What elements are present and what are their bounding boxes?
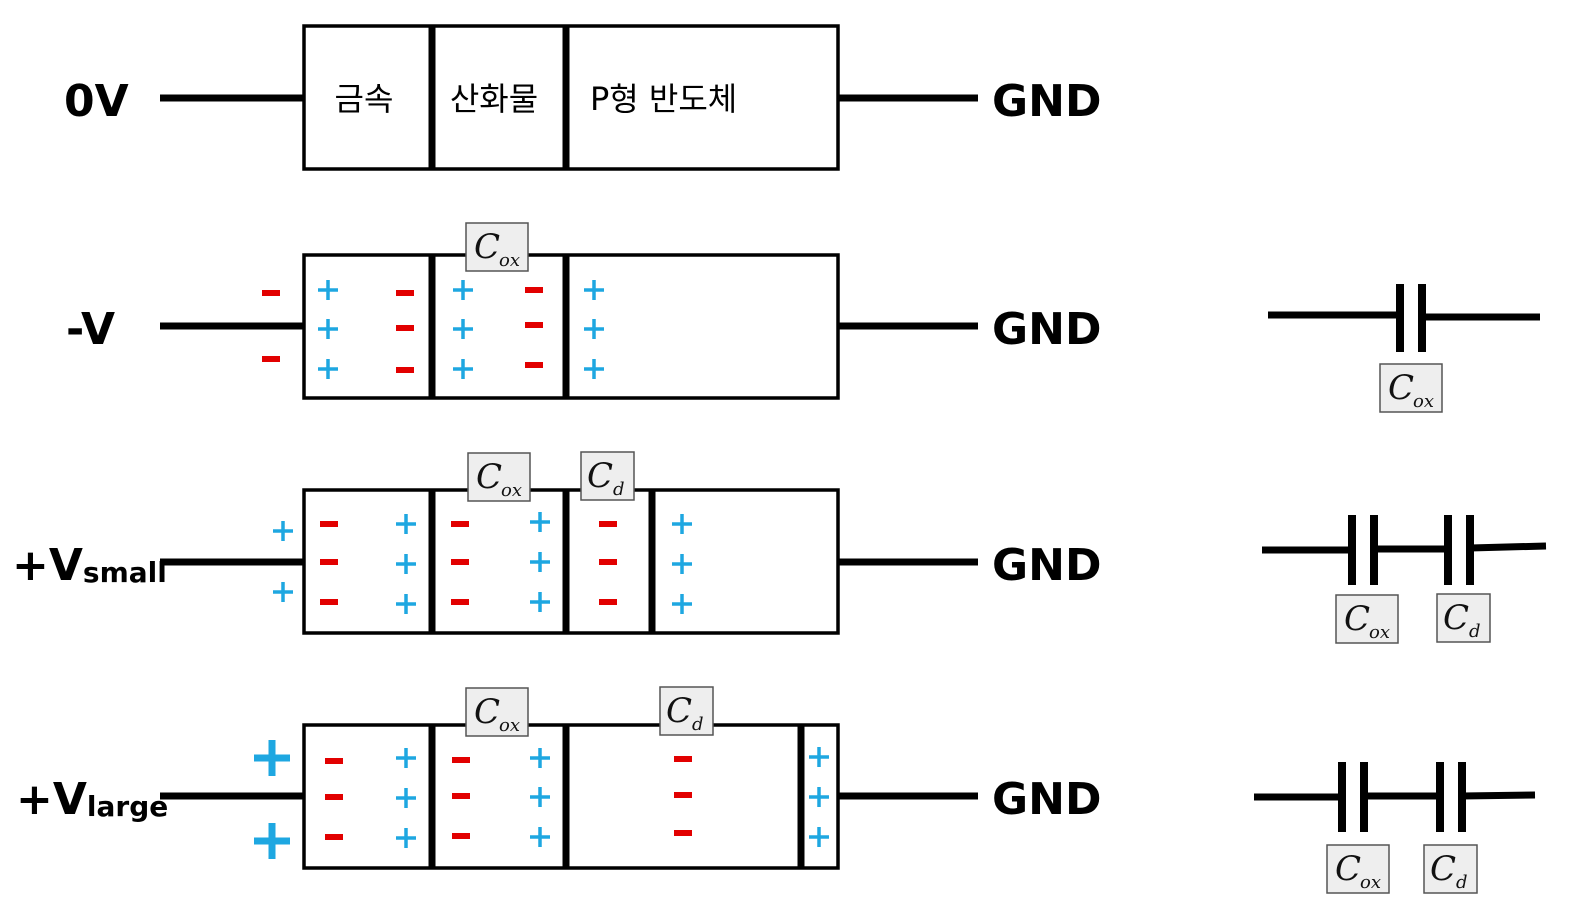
semiconductor-positive-charges [584, 280, 604, 379]
metal-positive-charges [318, 280, 338, 379]
svg-text:C: C [587, 456, 613, 496]
voltage-label-negative-v: -V [66, 304, 115, 355]
gate-positive-charges-large [254, 740, 290, 859]
metal-negative-charges [396, 290, 414, 373]
oxide-label: 산화물 [450, 80, 538, 118]
voltage-label-0v: 0V [64, 76, 129, 127]
gate-negative-charges [262, 290, 280, 362]
semiconductor-label: P형 반도체 [590, 80, 737, 118]
cox-label: C ox [465, 222, 529, 272]
oxide-positive-charges [530, 748, 550, 847]
svg-text:C: C [474, 692, 500, 732]
svg-text:ox: ox [1369, 622, 1390, 643]
svg-text:d: d [1456, 872, 1468, 893]
svg-text:d: d [613, 479, 625, 500]
svg-text:C: C [474, 227, 500, 267]
equivalent-circuit-cox-cd: C ox C d [1254, 762, 1536, 894]
cd-label: C d [659, 686, 714, 736]
cox-label: C ox [467, 452, 531, 502]
oxide-positive-charges [530, 512, 550, 612]
svg-text:C: C [476, 457, 502, 497]
semiconductor-positive-charges [672, 514, 692, 614]
svg-text:d: d [1469, 621, 1481, 642]
svg-text:C: C [1388, 368, 1414, 408]
svg-text:C: C [1335, 849, 1361, 889]
oxide-negative-charges [451, 521, 469, 605]
oxide-negative-charges [525, 287, 543, 368]
svg-text:C: C [1344, 599, 1370, 639]
mos-box [302, 253, 840, 400]
inversion-positive-charges [809, 747, 829, 847]
oxide-negative-charges [452, 757, 470, 839]
ground-label: GND [992, 76, 1101, 127]
svg-text:C: C [666, 691, 692, 731]
svg-text:ox: ox [501, 480, 522, 501]
cox-label: C ox [1335, 594, 1399, 644]
mos-box [302, 723, 840, 870]
row-negative-v: -V GND [66, 222, 1540, 413]
ground-label: GND [992, 774, 1101, 825]
row-positive-v-large: +Vlarge GND [16, 686, 1536, 894]
cd-label: C d [1423, 844, 1478, 894]
ground-label: GND [992, 304, 1101, 355]
row-0v: 0V 금속 산화물 P형 반도체 GND [64, 24, 1101, 171]
equivalent-circuit-cox-cd: C ox C d [1262, 515, 1547, 644]
cox-label: C ox [465, 687, 529, 737]
svg-text:ox: ox [1413, 391, 1434, 412]
cd-label: C d [580, 451, 635, 501]
gate-positive-charges [273, 521, 293, 602]
metal-positive-charges [396, 748, 416, 848]
voltage-label-v-small: +Vsmall [12, 540, 167, 591]
depletion-negative-charges [674, 756, 692, 836]
depletion-negative-charges [599, 521, 617, 605]
row-positive-v-small: +Vsmall GND [12, 451, 1547, 644]
svg-text:ox: ox [1360, 872, 1381, 893]
voltage-label-v-large: +Vlarge [16, 774, 168, 825]
equivalent-circuit-cox: C ox [1268, 284, 1540, 413]
metal-negative-charges [320, 521, 338, 605]
svg-text:C: C [1430, 849, 1456, 889]
metal-positive-charges [396, 514, 416, 614]
cd-label: C d [1436, 593, 1491, 643]
cox-label: C ox [1379, 363, 1443, 413]
svg-text:ox: ox [499, 250, 520, 271]
svg-text:d: d [692, 714, 704, 735]
ground-label: GND [992, 540, 1101, 591]
oxide-positive-charges [453, 280, 473, 379]
mos-box [302, 488, 840, 635]
cox-label: C ox [1326, 844, 1390, 894]
svg-text:C: C [1443, 598, 1469, 638]
metal-negative-charges [325, 758, 343, 840]
svg-text:ox: ox [499, 715, 520, 736]
metal-label: 금속 [335, 80, 394, 118]
